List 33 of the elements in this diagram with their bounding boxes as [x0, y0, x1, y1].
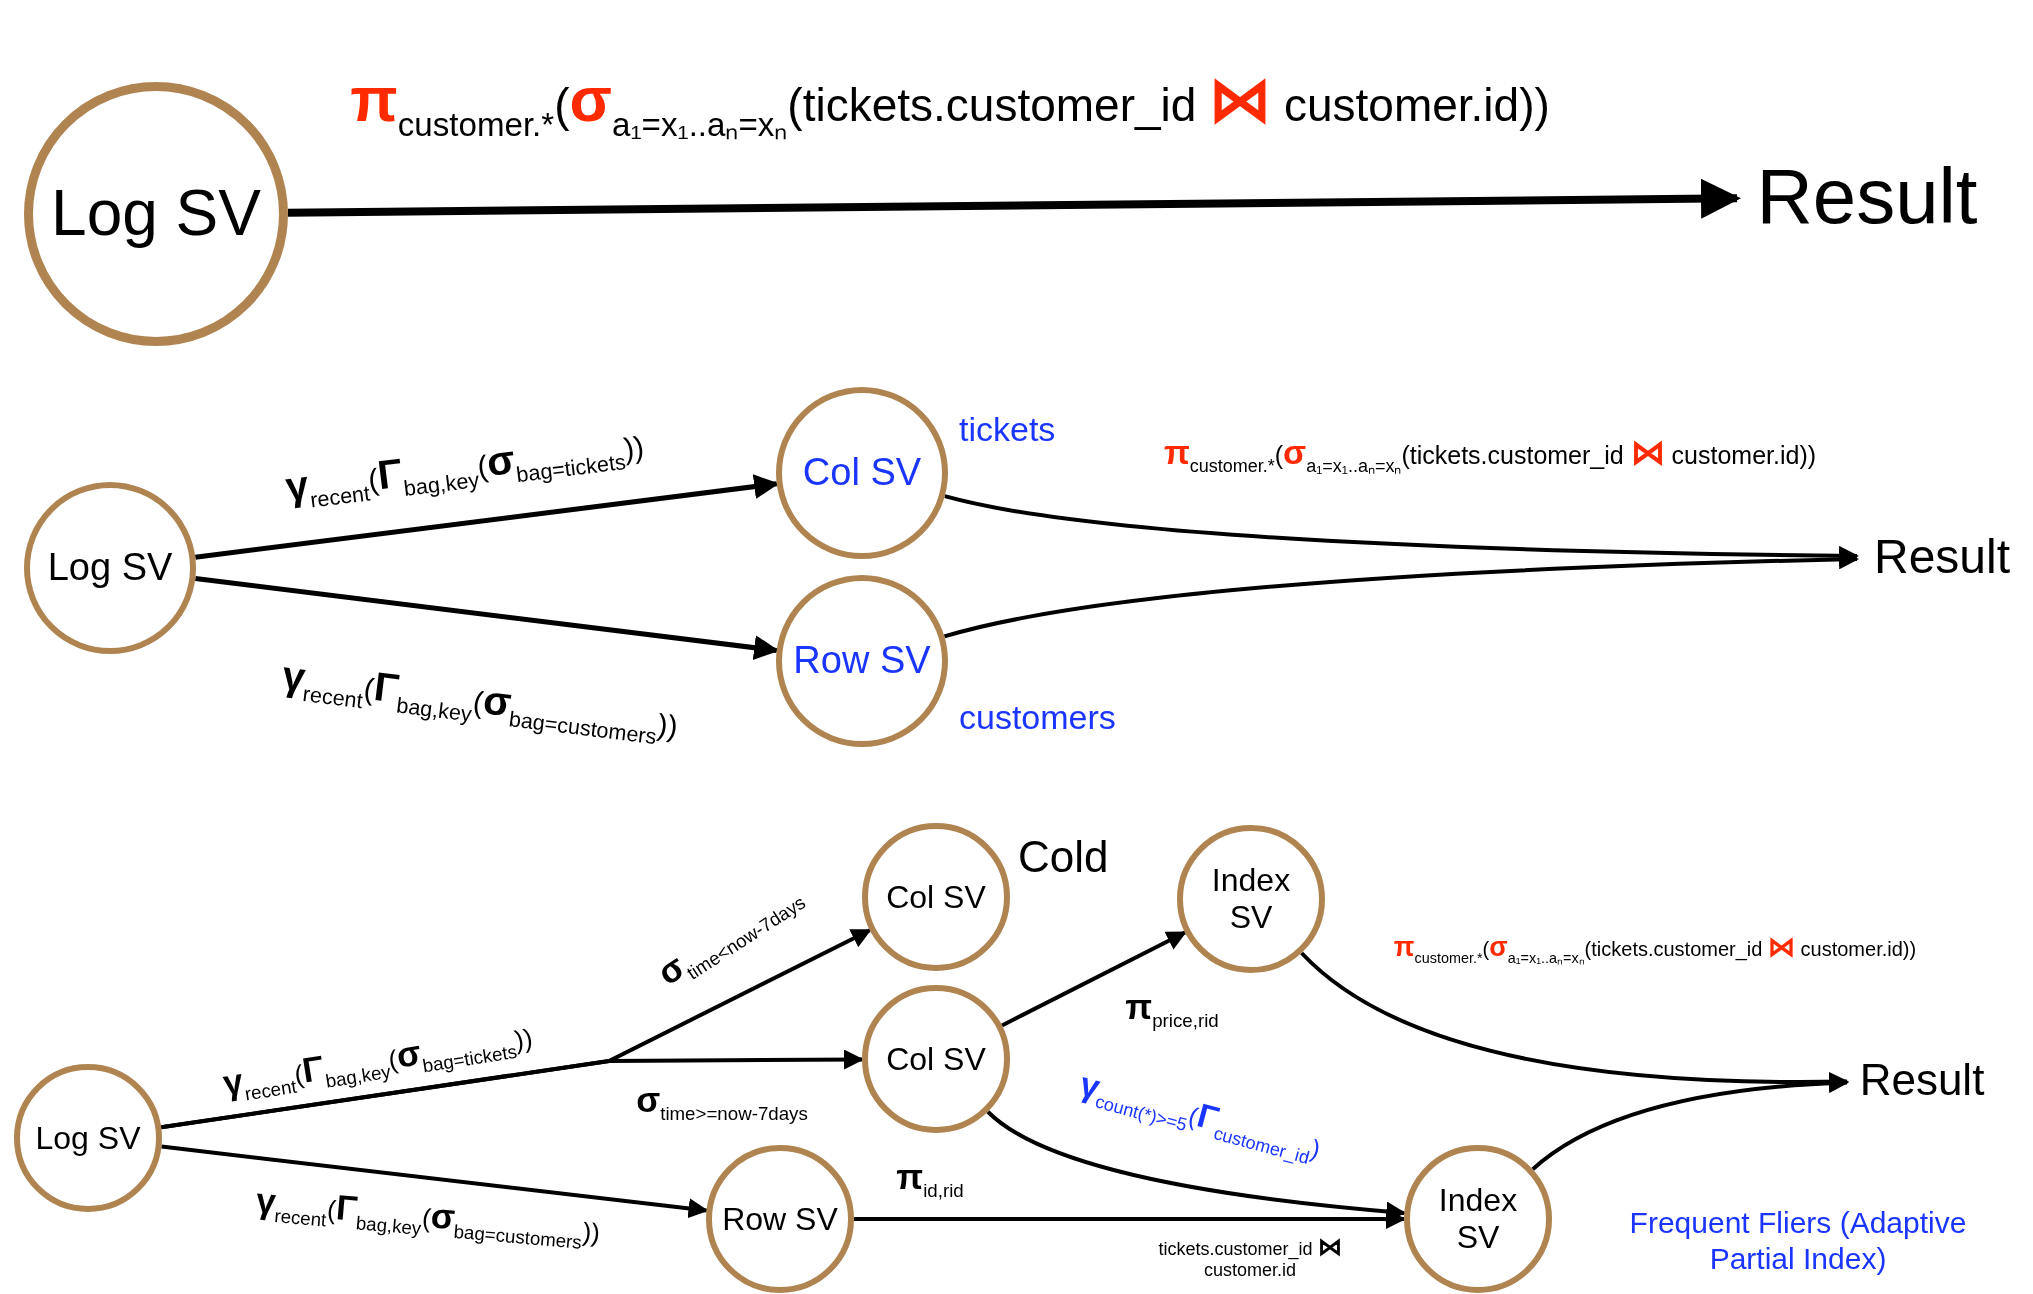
- edge-label: γ$_{recent}$(Γ$_{bag,key}$(σ$_{bag=customers}$)): [254, 1181, 602, 1255]
- node-caption: customers: [959, 697, 1116, 738]
- node-label: Col SV: [802, 451, 922, 495]
- node-label: Log SV: [35, 1119, 141, 1157]
- node-caption: Frequent Fliers (Adaptive Partial Index): [1628, 1205, 1968, 1277]
- node-label: Log SV: [51, 177, 261, 251]
- node-label: Index SV: [1210, 862, 1292, 936]
- node-label: Result: [1756, 152, 1978, 242]
- arrow: [943, 549, 1859, 639]
- node-label: Row SV: [793, 639, 931, 683]
- arrow: [160, 1049, 864, 1130]
- edge-label: σ$_{time>=now-7days}$: [636, 1081, 808, 1125]
- arrow: [1001, 930, 1187, 1028]
- node-label: Log SV: [47, 546, 173, 590]
- node-label: Result: [1873, 529, 2011, 585]
- edge-label: γ$_{recent}$(Γ$_{bag,key}$(σ$_{bag=tickets}$)): [283, 428, 647, 515]
- arrow: [854, 1209, 1406, 1229]
- formula-label: tickets.customer_id ⋈ customer.id: [1157, 1233, 1343, 1281]
- node-label: Row SV: [722, 1200, 838, 1238]
- node-caption: tickets: [959, 409, 1056, 450]
- formula-label: γ$_{recent}$(Γ$_{bag,key}$(σ$_{bag=tickets}$)): [220, 1021, 536, 1107]
- edge-label: γ$_{recent}$(Γ$_{bag,key}$(σ$_{bag=customers}$)): [279, 652, 681, 752]
- edge-label: π$_{customer.*}$(σ$_{a₁=x₁..aₙ=xₙ}$(tickets.customer_id ⋈ customer.id)): [350, 66, 1550, 144]
- edge-label: π$_{customer.*}$(σ$_{a₁=x₁..aₙ=xₙ}$(tickets.customer_id ⋈ customer.id)): [1393, 933, 1917, 967]
- node-label: Col SV: [886, 878, 986, 916]
- node-label: Result: [1859, 1054, 1985, 1106]
- arrow: [287, 178, 1741, 219]
- node-caption: Cold: [1018, 831, 1109, 883]
- edge-label: π$_{price,rid}$: [1125, 988, 1219, 1032]
- edge-label: π$_{id,rid}$: [896, 1158, 964, 1202]
- edge-label: π$_{customer.*}$(σ$_{a₁=x₁..aₙ=xₙ}$(tickets.customer_id ⋈ customer.id)): [1163, 433, 1817, 477]
- node-label: Col SV: [886, 1040, 986, 1078]
- node-label: Index SV: [1437, 1182, 1519, 1256]
